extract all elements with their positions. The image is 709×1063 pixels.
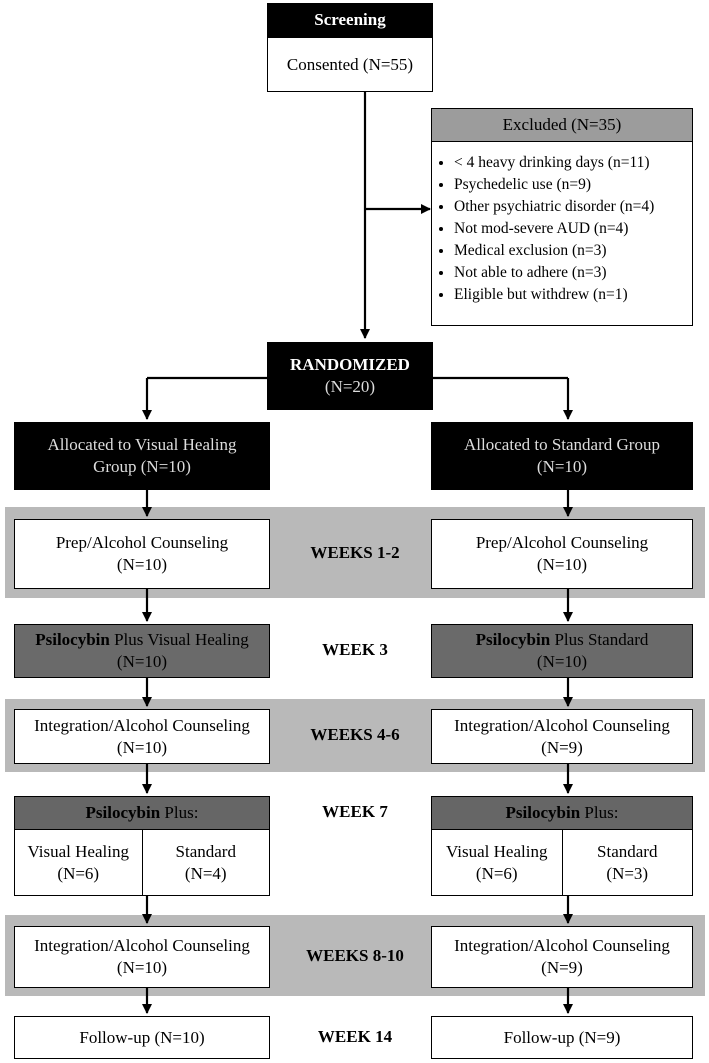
left-split-a-label: Visual Healing [27,841,129,861]
left-prep-box: Prep/Alcohol Counseling (N=10) [14,519,270,589]
left-psilocybin-split-bold: Psilocybin [85,803,161,822]
allocation-right-box: Allocated to Standard Group (N=10) [431,422,693,490]
excluded-item: < 4 heavy drinking days (n=11) [454,152,692,174]
left-psilocybin-box: Psilocybin Plus Visual Healing (N=10) [14,624,270,678]
right-followup-label: Follow-up (N=9) [503,1027,621,1047]
week-label-1-2: WEEKS 1-2 [310,543,400,562]
right-split-visual-healing: Visual Healing (N=6) [432,830,563,895]
screening-header-label: Screening [314,10,386,29]
consented-label: Consented (N=55) [286,54,414,74]
left-split-a-n: (N=6) [57,863,100,883]
allocation-right-line1: Allocated to Standard Group [464,435,660,454]
right-psilocybin-rest: Plus Standard [550,630,649,649]
excluded-item: Eligible but withdrew (n=1) [454,284,692,306]
left-psilocybin-n: (N=10) [116,652,168,671]
excluded-header: Excluded (N=35) [432,109,692,142]
left-prep-line2: (N=10) [116,555,168,574]
right-split-standard: Standard (N=3) [563,830,693,895]
right-psilocybin-box: Psilocybin Plus Standard (N=10) [431,624,693,678]
right-split-a-label: Visual Healing [446,841,548,861]
excluded-title: Excluded (N=35) [502,115,622,134]
right-prep-line2: (N=10) [536,555,588,574]
left-integration-1-line1: Integration/Alcohol Counseling [34,715,250,735]
week-label-7: WEEK 7 [322,802,388,821]
excluded-list: < 4 heavy drinking days (n=11) Psychedel… [432,152,692,306]
right-integration-1-line1: Integration/Alcohol Counseling [454,715,670,735]
consented-box: Consented (N=55) [267,37,433,92]
week-label-4-6: WEEKS 4-6 [310,725,400,744]
screening-header: Screening [267,3,433,37]
right-integration-1-line2: (N=9) [541,737,583,757]
left-psilocybin-split-rest: Plus: [160,803,199,822]
allocation-left-line1: Allocated to Visual Healing [47,435,237,454]
week-label-14: WEEK 14 [317,1027,393,1046]
left-integration-box-2: Integration/Alcohol Counseling (N=10) [14,926,270,988]
randomized-n: (N=20) [324,377,376,396]
left-split-b-n: (N=4) [184,863,227,883]
right-prep-line1: Prep/Alcohol Counseling [475,533,649,552]
right-psilocybin-split-row: Visual Healing (N=6) Standard (N=3) [432,830,692,895]
left-psilocybin-bold: Psilocybin [35,630,110,649]
excluded-item: Psychedelic use (n=9) [454,174,692,196]
left-psilocybin-split-row: Visual Healing (N=6) Standard (N=4) [15,830,269,895]
allocation-left-box: Allocated to Visual Healing Group (N=10) [14,422,270,490]
excluded-box: Excluded (N=35) < 4 heavy drinking days … [431,108,693,326]
left-psilocybin-split-box: Psilocybin Plus: Visual Healing (N=6) St… [14,796,270,896]
right-integration-box-1: Integration/Alcohol Counseling (N=9) [431,709,693,764]
right-psilocybin-split-bold: Psilocybin [505,803,581,822]
week-label-3: WEEK 3 [322,640,388,659]
left-integration-box-1: Integration/Alcohol Counseling (N=10) [14,709,270,764]
left-split-b-label: Standard [175,841,236,861]
right-psilocybin-line1: Psilocybin Plus Standard [476,629,649,651]
right-psilocybin-split-box: Psilocybin Plus: Visual Healing (N=6) St… [431,796,693,896]
right-split-b-n: (N=3) [606,863,649,883]
right-psilocybin-bold: Psilocybin [475,630,551,649]
excluded-item: Other psychiatric disorder (n=4) [454,196,692,218]
left-integration-2-line1: Integration/Alcohol Counseling [34,936,250,955]
left-psilocybin-line1: Psilocybin Plus Visual Healing [35,629,249,651]
excluded-item: Medical exclusion (n=3) [454,240,692,262]
right-prep-box: Prep/Alcohol Counseling (N=10) [431,519,693,589]
right-psilocybin-split-rest: Plus: [580,803,619,822]
right-integration-2-line2: (N=9) [541,958,583,977]
right-split-a-n: (N=6) [475,863,518,883]
right-followup-box: Follow-up (N=9) [431,1016,693,1059]
left-psilocybin-rest: Plus Visual Healing [109,630,249,649]
right-integration-box-2: Integration/Alcohol Counseling (N=9) [431,926,693,988]
left-split-standard: Standard (N=4) [143,830,270,895]
left-prep-line1: Prep/Alcohol Counseling [55,533,229,552]
left-followup-box: Follow-up (N=10) [14,1016,270,1059]
left-integration-2-line2: (N=10) [116,958,168,977]
randomized-title: RANDOMIZED [290,355,410,374]
week-label-8-10: WEEKS 8-10 [306,946,404,965]
allocation-right-line2: (N=10) [536,457,588,476]
right-psilocybin-split-header: Psilocybin Plus: [432,797,692,830]
right-split-b-label: Standard [597,841,658,861]
excluded-item: Not mod-severe AUD (n=4) [454,218,692,240]
right-psilocybin-n: (N=10) [536,652,588,671]
left-split-visual-healing: Visual Healing (N=6) [15,830,143,895]
excluded-item: Not able to adhere (n=3) [454,262,692,284]
allocation-left-line2: Group (N=10) [93,457,191,476]
randomized-box: RANDOMIZED (N=20) [267,342,433,410]
left-integration-1-line2: (N=10) [116,737,168,757]
left-followup-label: Follow-up (N=10) [79,1027,205,1047]
left-psilocybin-split-header: Psilocybin Plus: [15,797,269,830]
right-integration-2-line1: Integration/Alcohol Counseling [454,936,670,955]
